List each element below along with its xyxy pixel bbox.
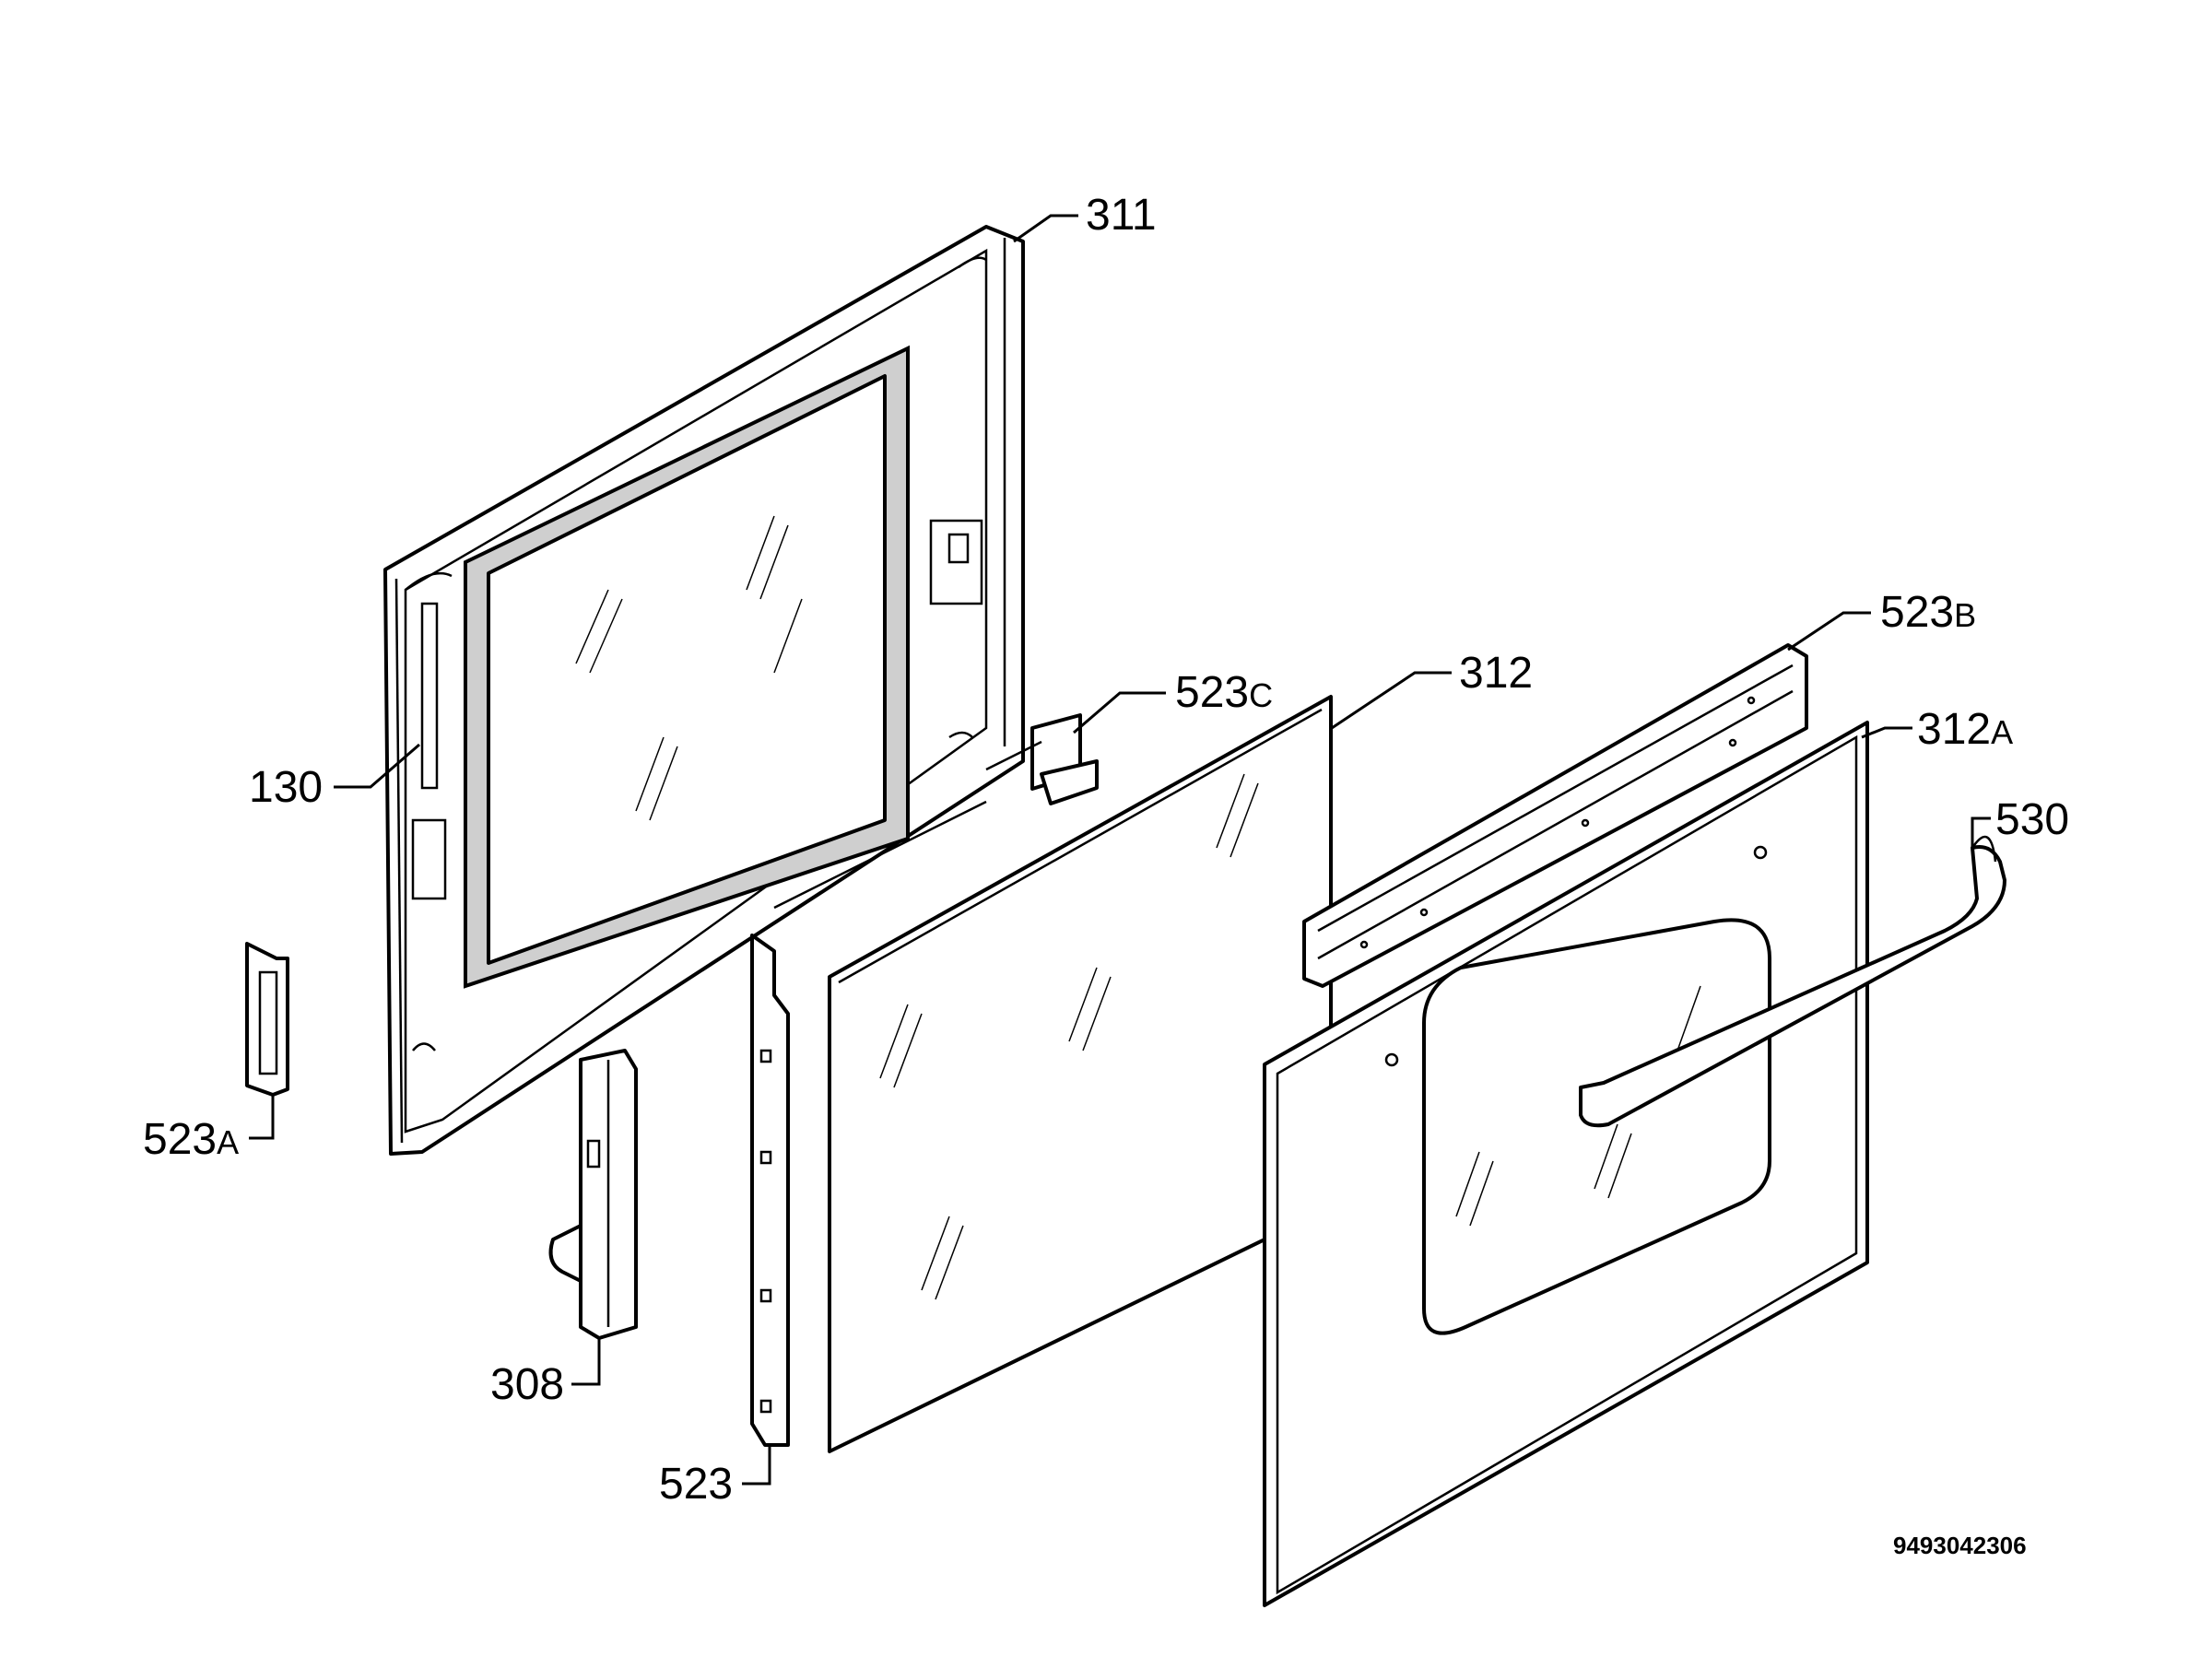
label-530: 530 [1995, 795, 2069, 844]
part-523-side-profile [750, 934, 790, 1447]
part-312-middle-glass [828, 695, 1333, 1453]
label-130: 130 [249, 763, 323, 812]
label-312a: 312A [1917, 705, 2013, 754]
part-523c-clip [1030, 713, 1099, 805]
label-308: 308 [490, 1360, 564, 1409]
label-523: 523 [659, 1460, 733, 1509]
inner-glass-reflections [575, 515, 803, 821]
label-523c: 523C [1175, 668, 1273, 717]
label-311: 311 [1086, 191, 1157, 240]
part-523b-top-rail [1302, 643, 1808, 988]
label-312: 312 [1459, 649, 1533, 698]
part-308-hinge [548, 1049, 638, 1340]
drawing-code: 9493042306 [1893, 1532, 2027, 1559]
leader-lines [249, 214, 1991, 1486]
assembly-guide-lines [773, 740, 1042, 910]
part-523a-clip [245, 942, 289, 1097]
label-523b: 523B [1880, 588, 1976, 637]
part-530-handle [1579, 835, 2006, 1128]
label-523a: 523A [143, 1115, 239, 1164]
part-311-inner-door-frame [383, 225, 1025, 1156]
